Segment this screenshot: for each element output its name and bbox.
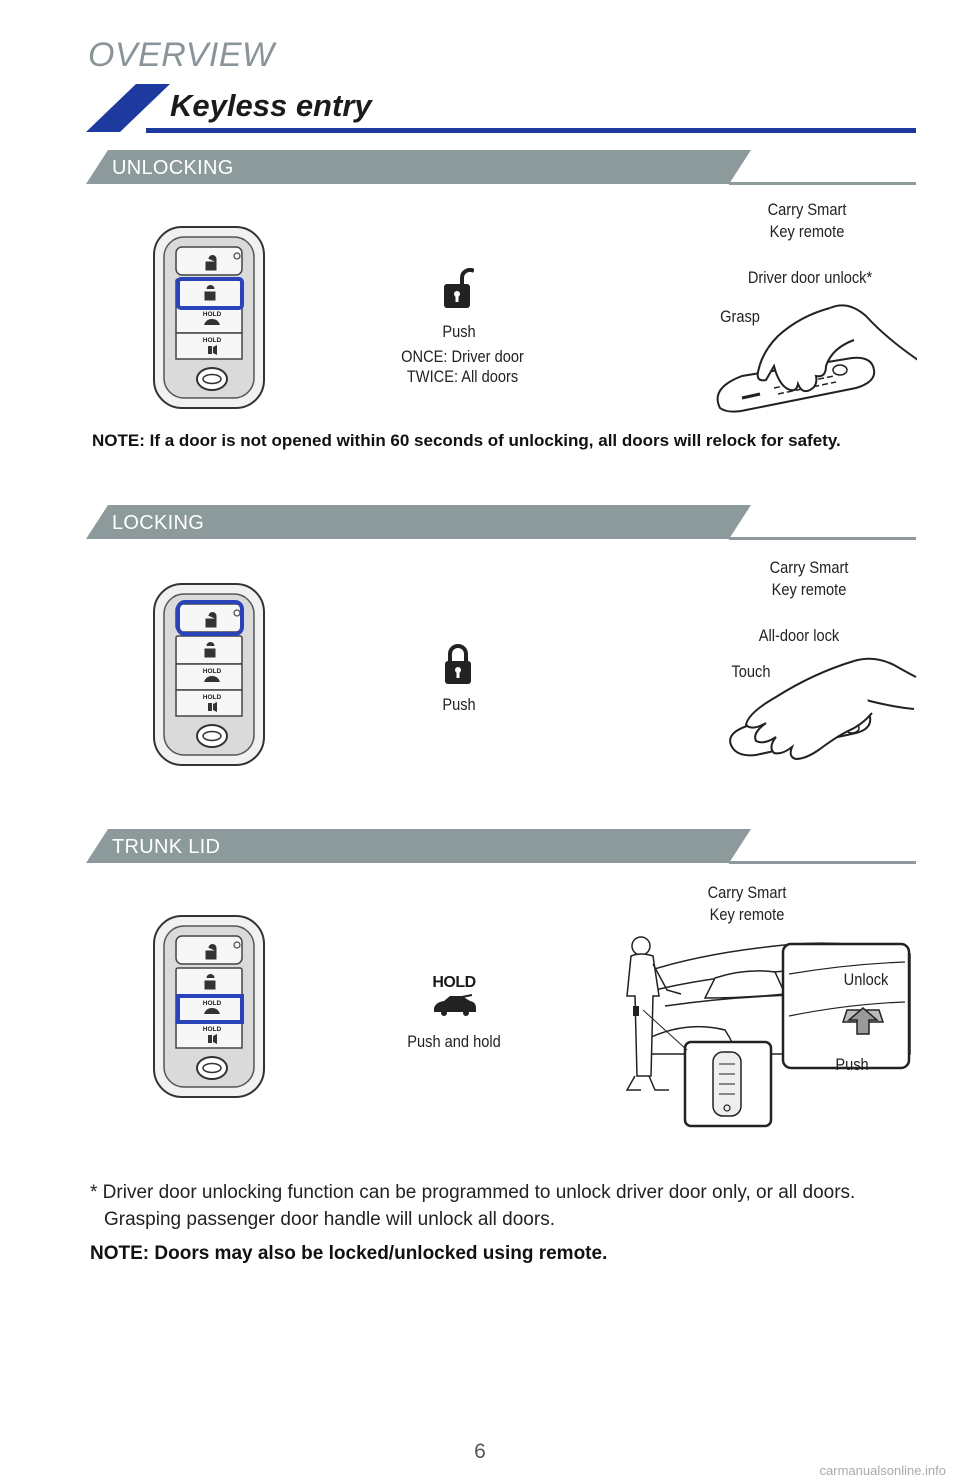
watermark: carmanualsonline.info xyxy=(819,1463,946,1478)
push-and-hold-label: Push and hold xyxy=(407,1032,501,1051)
person-open-trunk-illustration xyxy=(625,936,911,1128)
svg-text:HOLD: HOLD xyxy=(203,311,222,318)
section-band-locking xyxy=(86,505,916,540)
touch-label: Touch xyxy=(731,662,771,681)
lock-padlock-icon xyxy=(445,644,471,684)
overview-heading: OVERVIEW xyxy=(88,36,275,74)
svg-text:HOLD: HOLD xyxy=(203,1026,222,1033)
section-label-unlocking: UNLOCKING xyxy=(112,157,234,179)
key-fob-unlock-highlight: HOLD HOLD xyxy=(153,226,265,409)
section-band-trunk xyxy=(86,829,916,864)
title-bar xyxy=(86,84,916,133)
unlock-padlock-icon xyxy=(444,268,474,308)
section-label-locking: LOCKING xyxy=(112,512,205,534)
svg-text:HOLD: HOLD xyxy=(203,668,222,675)
lock-carry-line1: Carry Smart xyxy=(769,558,849,577)
driver-door-unlock-label: Driver door unlock* xyxy=(747,268,873,287)
grasp-label: Grasp xyxy=(720,307,760,326)
svg-text:HOLD: HOLD xyxy=(203,337,222,344)
hand-touch-handle-illustration xyxy=(729,657,917,761)
lock-push-label: Push xyxy=(442,695,476,714)
key-fob-lock-highlight: HOLD HOLD xyxy=(153,583,265,766)
trunk-car-icon xyxy=(434,994,476,1016)
trunk-push-label: Push xyxy=(835,1055,869,1074)
unlock-carry-line2: Key remote xyxy=(769,222,845,241)
section-label-trunk: TRUNK LID xyxy=(112,836,221,858)
unlock-once-text: ONCE: Driver door xyxy=(401,347,524,366)
unlock-carry-line1: Carry Smart xyxy=(767,200,847,219)
trunk-carry-line1: Carry Smart xyxy=(707,883,787,902)
hand-grasp-handle-illustration xyxy=(716,304,917,413)
unlock-relock-note: NOTE: If a door is not opened within 60 … xyxy=(92,431,841,450)
footnote-driver-door: * Driver door unlocking function can be … xyxy=(90,1182,856,1230)
note-remote: NOTE: Doors may also be locked/unlocked … xyxy=(90,1243,608,1264)
unlock-twice-text: TWICE: All doors xyxy=(406,367,519,386)
svg-text:HOLD: HOLD xyxy=(203,694,222,701)
page-title: Keyless entry xyxy=(170,88,372,123)
trunk-hold-text: HOLD xyxy=(432,974,476,991)
trunk-carry-line2: Key remote xyxy=(709,905,785,924)
svg-text:HOLD: HOLD xyxy=(203,1000,222,1007)
trunk-unlock-label: Unlock xyxy=(838,970,894,990)
key-fob-trunk-highlight: HOLD HOLD xyxy=(153,915,265,1098)
section-band-unlocking xyxy=(86,150,916,185)
lock-carry-line2: Key remote xyxy=(771,580,847,599)
unlock-push-label: Push xyxy=(442,322,476,341)
all-door-lock-label: All-door lock xyxy=(758,626,840,645)
page-number: 6 xyxy=(474,1440,486,1463)
